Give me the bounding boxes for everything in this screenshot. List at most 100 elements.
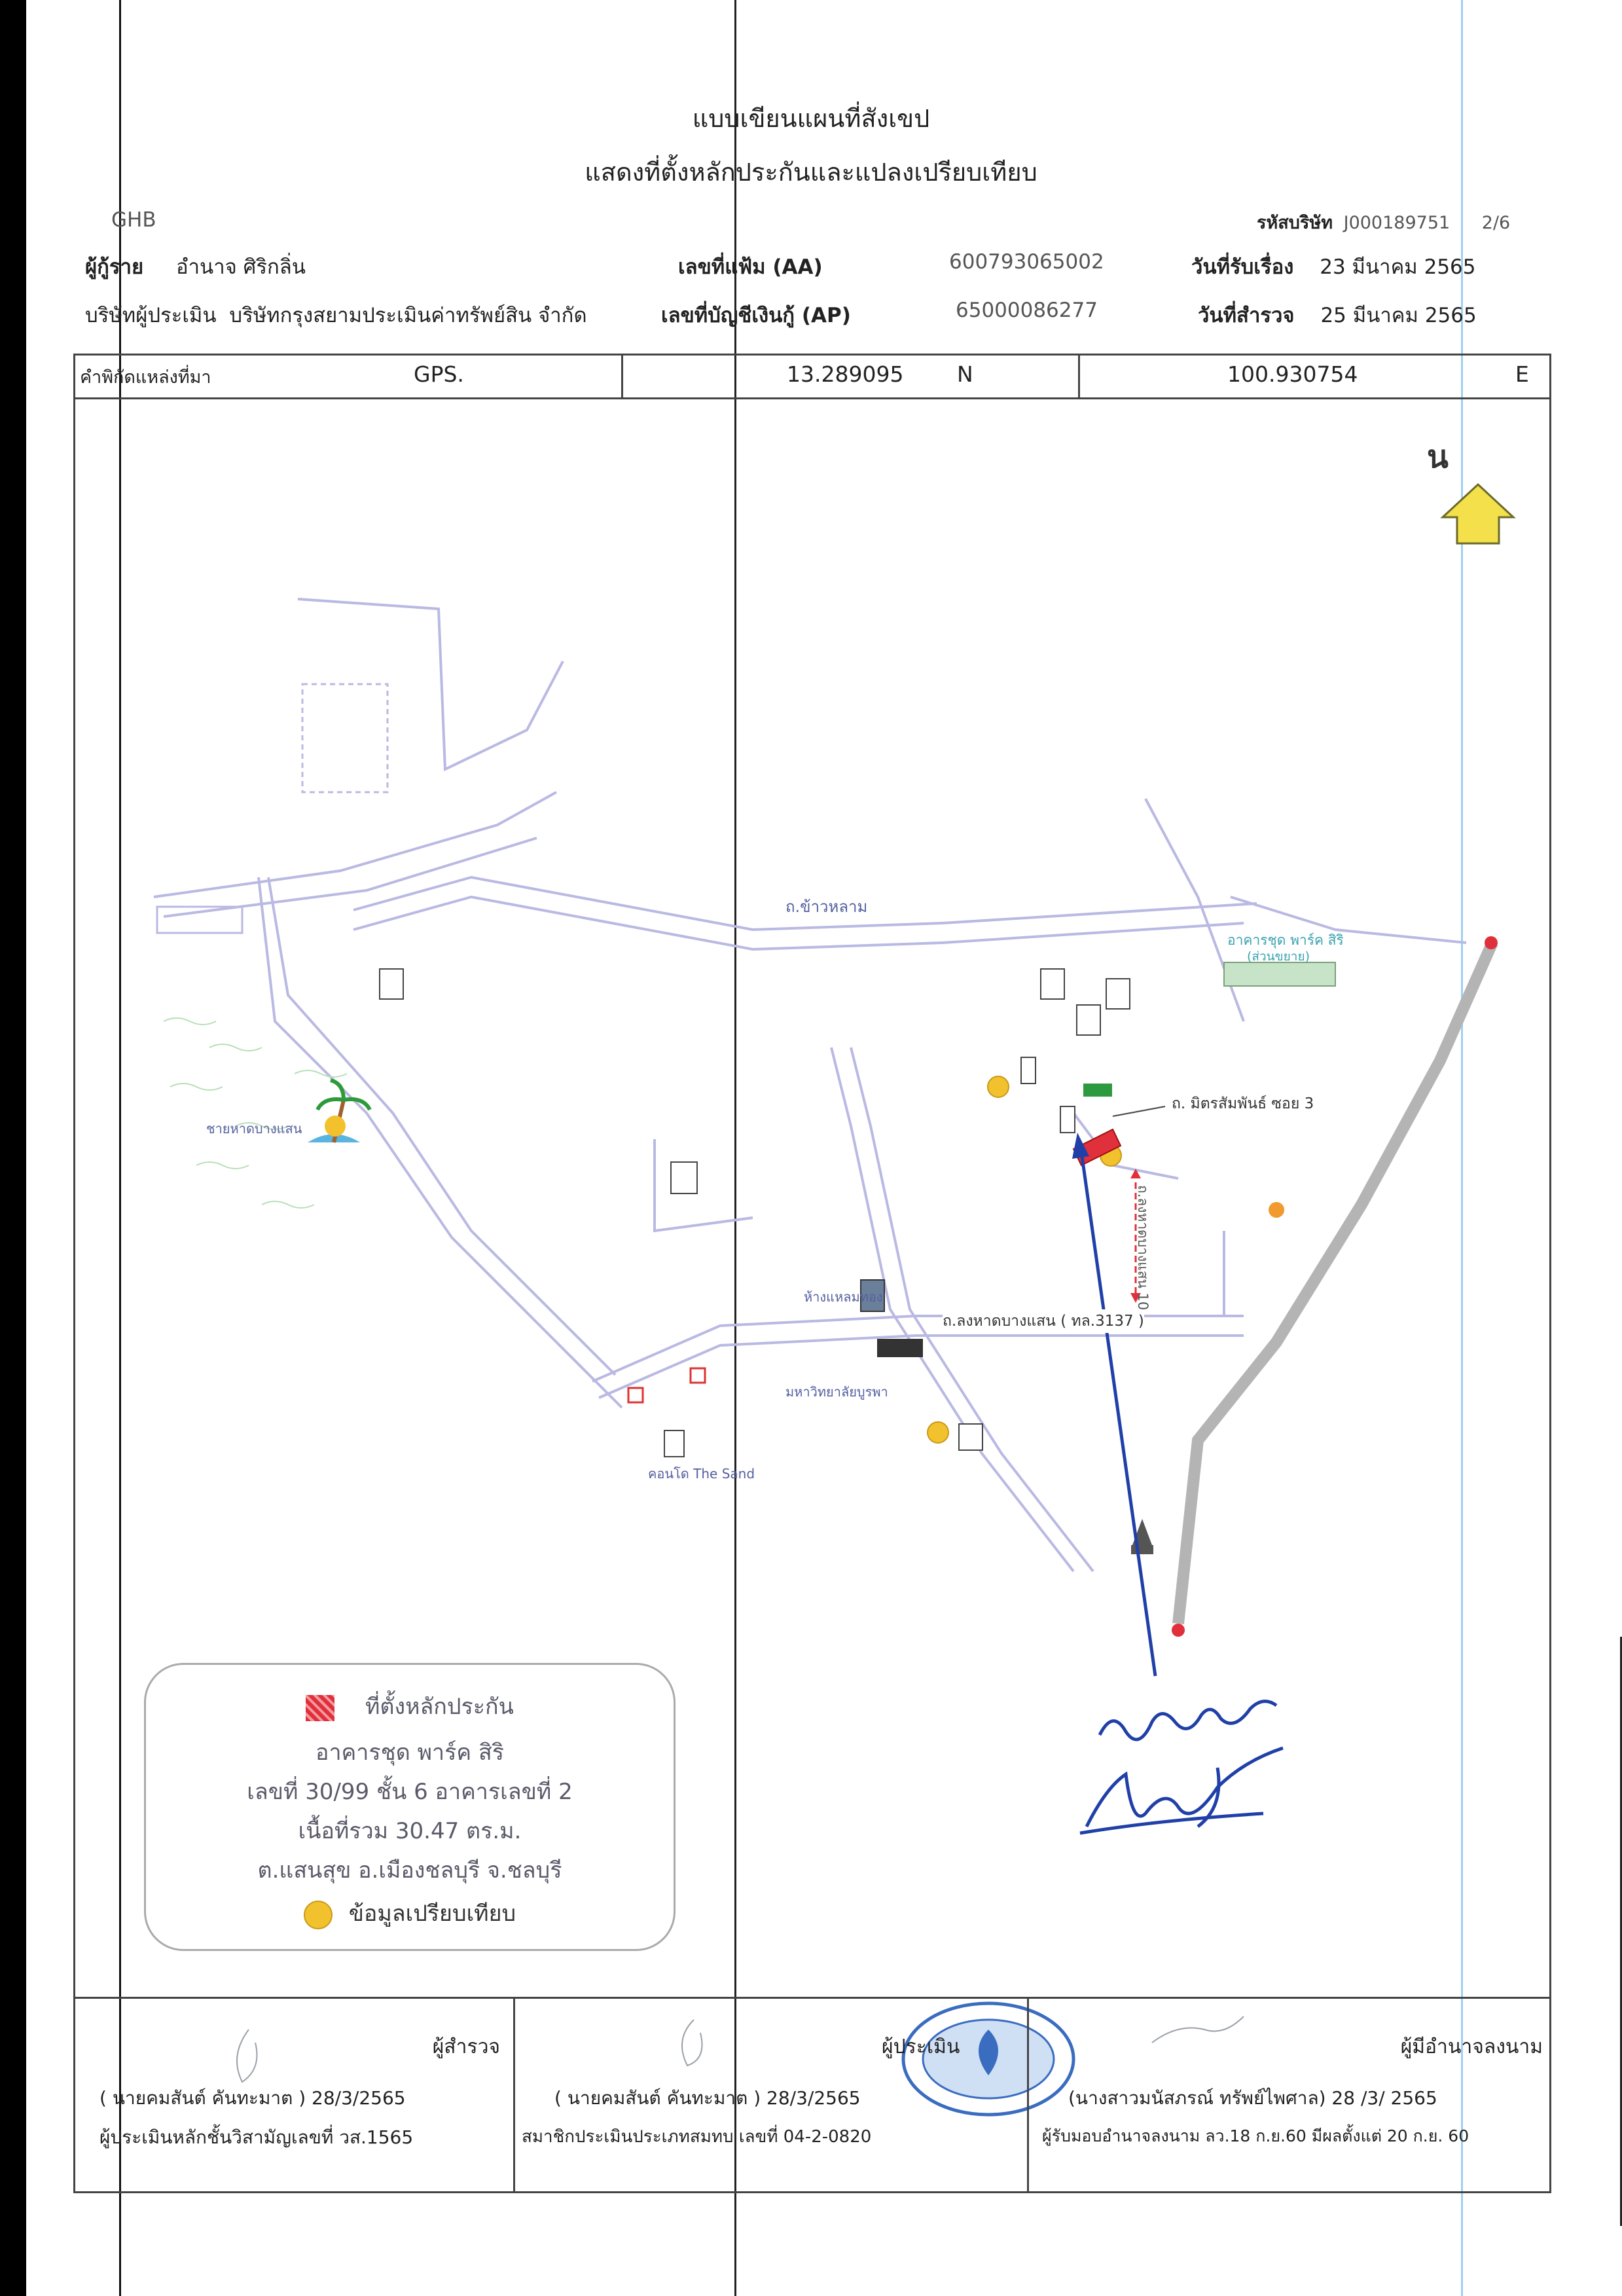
bus-icon	[1083, 1084, 1112, 1097]
road-beach-2	[267, 877, 617, 1376]
legend-unit: เลขที่ 30/99 ชั้น 6 อาคารเลขที่ 2	[247, 1779, 573, 1805]
appraiser-label: บริษัทผู้ประเมิน	[85, 304, 217, 327]
gps-label: คำพิกัดแหล่งที่มา	[80, 367, 211, 388]
surveyor-role: ผู้สำรวจ	[432, 2035, 500, 2058]
mall-icon	[860, 1279, 885, 1312]
handwritten-signature	[1079, 1700, 1284, 1835]
place-label-park-siri: อาคารชุด พาร์ค สิริ	[1227, 932, 1344, 948]
borrower-label: ผู้กู้ราย	[85, 255, 144, 279]
company-code: J000189751	[1343, 213, 1451, 233]
surveyor-name: ( นายคมสันต์ คันทะมาต ) 28/3/2565	[99, 2087, 406, 2109]
gps-lat: 13.289095	[787, 361, 904, 387]
legend-area: เนื้อที่รวม 30.47 ตร.ม.	[298, 1818, 522, 1844]
appraiser-row: บริษัทผู้ประเมิน บริษัทกรุงสยามประเมินค่…	[85, 299, 587, 331]
appraiser-block: ผู้ประเมิน ( นายคมสันต์ คันทะมาต ) 28/3/…	[515, 1999, 1029, 2193]
pen-pointer-arrow	[1072, 1133, 1157, 1677]
account-no: 65000086277	[956, 299, 1098, 322]
gps-lon-dir: E	[1515, 361, 1529, 387]
building-icon	[1060, 1106, 1075, 1133]
scan-line-center	[734, 0, 736, 2296]
building-icon	[379, 968, 404, 1000]
comparison-marker-icon	[987, 1076, 1009, 1098]
file-no: 600793065002	[949, 250, 1104, 274]
appraiser-sign-title: สมาชิกประเมินประเภทสมทบ เลขที่ 04-2-0820	[522, 2127, 872, 2147]
company-stamp	[901, 2001, 1075, 2117]
authorized-block: ผู้มีอำนาจลงนาม (นางสาวมนัสภรณ์ ทรัพย์ไพ…	[1029, 1999, 1549, 2193]
scan-edge-left	[0, 0, 26, 2296]
place-box-west	[156, 905, 243, 934]
legend-comparison-icon	[303, 1900, 333, 1929]
scan-line-vertical	[119, 0, 121, 2296]
authorized-title: ผู้รับมอบอำนาจลงนาม ลว.18 ก.ย.60 มีผลตั้…	[1042, 2126, 1469, 2145]
map-frame	[73, 354, 1551, 2193]
building-icon	[1020, 1057, 1036, 1084]
legend-collateral-row: ที่ตั้งหลักประกัน	[146, 1688, 674, 1724]
received-group: วันที่รับเรื่อง 23 มีนาคม 2565	[1191, 250, 1476, 283]
shell-icon	[1269, 1202, 1285, 1218]
legend-collateral-label: ที่ตั้งหลักประกัน	[365, 1694, 514, 1720]
place-label-mall: ห้างแหลมทอง	[804, 1289, 883, 1305]
gps-lon-cell: 100.930754 E	[1080, 354, 1549, 397]
beach-palm-icon	[308, 1078, 372, 1143]
account-label: เลขที่บัญชีเงินกู้ (AP)	[661, 304, 851, 327]
received-label: วันที่รับเรื่อง	[1191, 255, 1294, 279]
survey-label: วันที่สำรวจ	[1198, 304, 1295, 327]
borrower-row: ผู้กู้ราย อำนาจ ศิริกลิ่น	[85, 250, 306, 283]
map-legend: ที่ตั้งหลักประกัน อาคารชุด พาร์ค สิริ เล…	[144, 1663, 676, 1951]
place-label-burapha: มหาวิทยาลัยบูรพา	[785, 1384, 888, 1400]
legend-location: ต.แสนสุข อ.เมืองชลบุรี จ.ชลบุรี	[257, 1857, 562, 1884]
surveyor-title: ผู้ประเมินหลักชั้นวิสามัญเลขที่ วส.1565	[99, 2126, 414, 2148]
comparison-markers	[927, 1076, 1122, 1444]
signature-table: ผู้สำรวจ ( นายคมสันต์ คันทะมาต ) 28/3/25…	[73, 1997, 1551, 2193]
place-label-the-sand: คอนโด The Sand	[648, 1466, 755, 1482]
road-beach-1	[257, 877, 623, 1409]
road-network	[153, 598, 1467, 1573]
building-icons	[379, 968, 1130, 1457]
gps-row: คำพิกัดแหล่งที่มา GPS. 13.289095 N 100.9…	[73, 354, 1551, 399]
scan-line-blue	[1461, 0, 1463, 2296]
gps-source: GPS.	[414, 361, 464, 387]
gps-lat-dir: N	[957, 361, 973, 387]
appraiser-sign-name: ( นายคมสันต์ คันทะมาต ) 28/3/2565	[554, 2087, 861, 2109]
received-date: 23 มีนาคม 2565	[1320, 255, 1476, 279]
company-code-label: รหัสบริษัท	[1257, 213, 1333, 233]
park-siri-ext-box	[1223, 962, 1336, 987]
legend-collateral-icon	[306, 1694, 335, 1721]
road-north	[297, 598, 564, 772]
road-label-soi10: ถ.ลงหาดบางแสน 10	[1135, 1185, 1151, 1311]
appraiser-name: บริษัทกรุงสยามประเมินค่าทรัพย์สิน จำกัด	[229, 304, 587, 327]
survey-date: 25 มีนาคม 2565	[1320, 304, 1477, 327]
seven-eleven-icons	[627, 1367, 706, 1404]
pencil-signatures	[236, 2016, 1244, 2083]
north-label: น	[1427, 439, 1449, 475]
road-label-khao-lam: ถ.ข้าวหลาม	[785, 898, 868, 916]
legend-project: อาคารชุด พาร์ค สิริ	[315, 1740, 504, 1766]
collateral-leader-line	[1112, 1106, 1166, 1117]
legend-comparison-label: ข้อมูลเปรียบเทียบ	[348, 1901, 516, 1927]
appraiser-role: ผู้ประเมิน	[882, 2035, 960, 2058]
road-west	[153, 791, 557, 898]
distance-arrow	[1130, 1169, 1141, 1303]
road-north-south	[830, 1047, 1075, 1573]
surveyor-block: ผู้สำรวจ ( นายคมสันต์ คันทะมาต ) 28/3/25…	[73, 1999, 515, 2193]
gps-source-cell: คำพิกัดแหล่งที่มา GPS.	[73, 354, 623, 397]
road-label-3137: ถ.ลงหาดบางแสน ( ทล.3137 )	[943, 1309, 1144, 1333]
borrower-name: อำนาจ ศิริกลิ่น	[176, 255, 306, 279]
gps-lat-cell: 13.289095 N	[623, 354, 1080, 397]
company-code-group: รหัสบริษัท J000189751 2/6	[1257, 208, 1510, 236]
survey-group: วันที่สำรวจ 25 มีนาคม 2565	[1198, 299, 1477, 331]
authorized-name: (นางสาวมนัสภรณ์ ทรัพย์ไพศาล) 28 /3/ 2565	[1068, 2087, 1437, 2109]
legend-comparison-row: ข้อมูลเปรียบเทียบ	[146, 1895, 674, 1931]
highway	[1172, 940, 1498, 1624]
page-title: แบบเขียนแผนที่สังเขป	[692, 104, 930, 133]
building-icon	[1076, 1004, 1101, 1036]
building-icon	[1106, 978, 1130, 1010]
building-icon	[958, 1423, 983, 1451]
north-arrow-icon	[1440, 483, 1516, 545]
building-icon	[664, 1430, 685, 1457]
building-icon	[1040, 968, 1065, 1000]
place-label-park-siri-sub: (ส่วนขยาย)	[1247, 949, 1310, 964]
building-icon	[670, 1161, 698, 1194]
highway-end-marker	[1485, 936, 1498, 949]
